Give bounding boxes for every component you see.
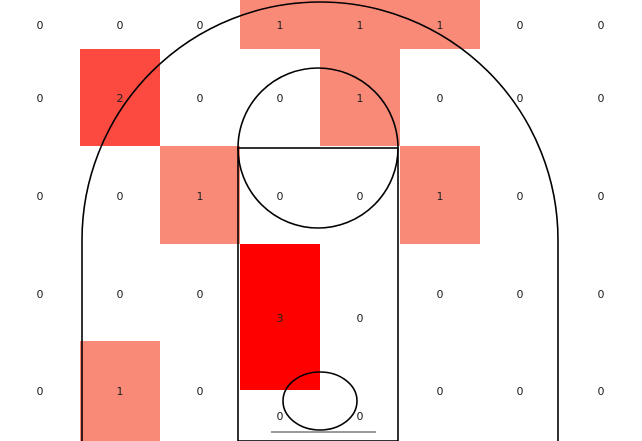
cell-value-label: 0 bbox=[517, 92, 524, 105]
cell-value-label: 0 bbox=[357, 312, 364, 325]
cell-value-label: 0 bbox=[197, 385, 204, 398]
cell-value-label: 1 bbox=[437, 19, 444, 32]
heat-value-labels: 0 0 0 1 1 1 0 0 0 2 0 0 1 0 0 0 0 0 1 0 0 1 0 0 0 0 0 3 0 0 0 0 0 1 0 0 0 0 0 0 bbox=[37, 19, 605, 423]
cell-value-label: 0 bbox=[37, 19, 44, 32]
cell-value-label: 1 bbox=[277, 19, 284, 32]
cell-value-label: 0 bbox=[598, 385, 605, 398]
cell-value-label: 0 bbox=[517, 288, 524, 301]
cell-value-label: 0 bbox=[598, 190, 605, 203]
cell-value-label: 1 bbox=[117, 385, 124, 398]
cell-value-label: 0 bbox=[277, 190, 284, 203]
cell-value-label: 0 bbox=[197, 19, 204, 32]
paint-lane bbox=[237, 147, 399, 441]
heat-cell bbox=[320, 49, 400, 146]
paint-value-label: 0 bbox=[357, 410, 364, 423]
cell-value-label: 0 bbox=[437, 385, 444, 398]
cell-value-label: 0 bbox=[117, 19, 124, 32]
cell-value-label: 0 bbox=[437, 288, 444, 301]
three-point-arc bbox=[81, 1, 559, 441]
paint-value-label: 0 bbox=[277, 410, 284, 423]
cell-value-label: 1 bbox=[197, 190, 204, 203]
cell-value-label: 0 bbox=[117, 288, 124, 301]
heat-cells bbox=[80, 0, 480, 441]
cell-value-label: 0 bbox=[197, 92, 204, 105]
cell-value-label: 1 bbox=[437, 190, 444, 203]
cell-value-label: 0 bbox=[37, 385, 44, 398]
cell-value-label: 0 bbox=[37, 288, 44, 301]
cell-value-label: 0 bbox=[517, 19, 524, 32]
heat-cell bbox=[80, 49, 160, 146]
heat-cell bbox=[240, 0, 320, 49]
cell-value-label: 0 bbox=[437, 92, 444, 105]
cell-value-label: 2 bbox=[117, 92, 124, 105]
cell-value-label: 0 bbox=[598, 19, 605, 32]
court-diagram bbox=[81, 1, 559, 441]
cell-value-label: 0 bbox=[37, 190, 44, 203]
cell-value-label: 3 bbox=[277, 312, 284, 325]
cell-value-label: 1 bbox=[357, 92, 364, 105]
cell-value-label: 1 bbox=[357, 19, 364, 32]
heat-cell bbox=[400, 0, 480, 49]
cell-value-label: 0 bbox=[598, 92, 605, 105]
heat-cell bbox=[320, 0, 400, 49]
cell-value-label: 0 bbox=[117, 190, 124, 203]
restricted-area bbox=[282, 371, 358, 431]
heat-cell bbox=[400, 146, 480, 244]
free-throw-circle bbox=[237, 67, 399, 229]
heat-cell bbox=[80, 341, 160, 441]
cell-value-label: 0 bbox=[357, 190, 364, 203]
cell-value-label: 0 bbox=[517, 190, 524, 203]
heat-cell bbox=[160, 146, 240, 244]
heat-cell bbox=[240, 244, 320, 390]
cell-value-label: 0 bbox=[517, 385, 524, 398]
cell-value-label: 0 bbox=[197, 288, 204, 301]
cell-value-label: 0 bbox=[37, 92, 44, 105]
cell-value-label: 0 bbox=[598, 288, 605, 301]
cell-value-label: 0 bbox=[277, 92, 284, 105]
